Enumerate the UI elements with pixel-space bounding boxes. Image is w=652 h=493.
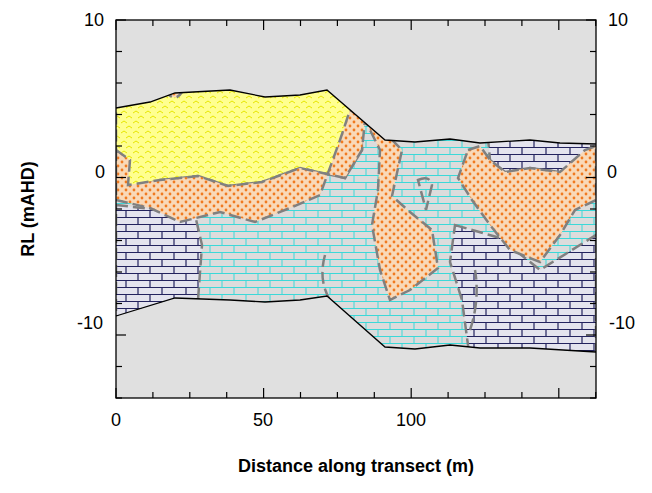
tick-mark — [116, 334, 126, 335]
tick-mark — [595, 20, 596, 26]
tick-mark — [590, 208, 596, 209]
tick-label: 0 — [95, 163, 105, 181]
tick-mark — [558, 388, 559, 398]
tick-label: 50 — [253, 411, 273, 429]
tick-mark — [590, 397, 596, 398]
axis-ticks — [116, 20, 596, 398]
tick-label: 100 — [396, 411, 426, 429]
tick-mark — [586, 177, 596, 178]
tick-label: 0 — [607, 163, 617, 181]
base-line — [116, 296, 596, 352]
axis-title: RL (mAHD) — [19, 161, 37, 257]
tick-mark — [590, 51, 596, 52]
ground-surface — [116, 90, 596, 144]
tick-mark — [116, 303, 122, 304]
tick-mark — [411, 20, 412, 30]
tick-mark — [374, 20, 375, 26]
tick-label: -10 — [77, 314, 103, 332]
tick-mark — [263, 388, 264, 398]
tick-mark — [116, 366, 122, 367]
tick-mark — [152, 20, 153, 26]
tick-mark — [590, 271, 596, 272]
tick-mark — [116, 271, 122, 272]
tick-label: 0 — [111, 411, 121, 429]
tick-mark — [448, 392, 449, 398]
tick-mark — [590, 145, 596, 146]
tick-mark — [152, 392, 153, 398]
tick-mark — [116, 114, 122, 115]
tick-mark — [116, 82, 122, 83]
tick-mark — [115, 20, 116, 30]
plot-area — [116, 20, 596, 398]
axis-title: Distance along transect (m) — [238, 457, 474, 475]
tick-label: 10 — [608, 11, 628, 29]
tick-mark — [116, 145, 122, 146]
tick-mark — [337, 392, 338, 398]
tick-mark — [374, 392, 375, 398]
tick-mark — [189, 20, 190, 26]
tick-mark — [300, 392, 301, 398]
tick-mark — [590, 114, 596, 115]
tick-mark — [337, 20, 338, 26]
tick-mark — [590, 366, 596, 367]
tick-mark — [226, 20, 227, 26]
tick-mark — [189, 392, 190, 398]
tick-mark — [116, 19, 126, 20]
tick-mark — [586, 19, 596, 20]
tick-mark — [590, 303, 596, 304]
plot-frame — [116, 20, 596, 398]
tick-mark — [521, 392, 522, 398]
strata — [116, 78, 596, 360]
tick-mark — [448, 20, 449, 26]
tick-mark — [116, 240, 122, 241]
tick-mark — [116, 177, 126, 178]
tick-mark — [484, 392, 485, 398]
tick-mark — [586, 334, 596, 335]
tick-mark — [558, 20, 559, 30]
tick-mark — [116, 208, 122, 209]
tick-mark — [115, 388, 116, 398]
tick-mark — [590, 240, 596, 241]
tick-mark — [226, 392, 227, 398]
tick-mark — [590, 82, 596, 83]
tick-label: 10 — [84, 11, 104, 29]
tick-mark — [263, 20, 264, 30]
tick-mark — [116, 397, 122, 398]
tick-label: -10 — [609, 314, 635, 332]
tick-mark — [484, 20, 485, 26]
tick-mark — [116, 51, 122, 52]
tick-mark — [300, 20, 301, 26]
tick-mark — [411, 388, 412, 398]
tick-mark — [521, 20, 522, 26]
tick-mark — [595, 392, 596, 398]
